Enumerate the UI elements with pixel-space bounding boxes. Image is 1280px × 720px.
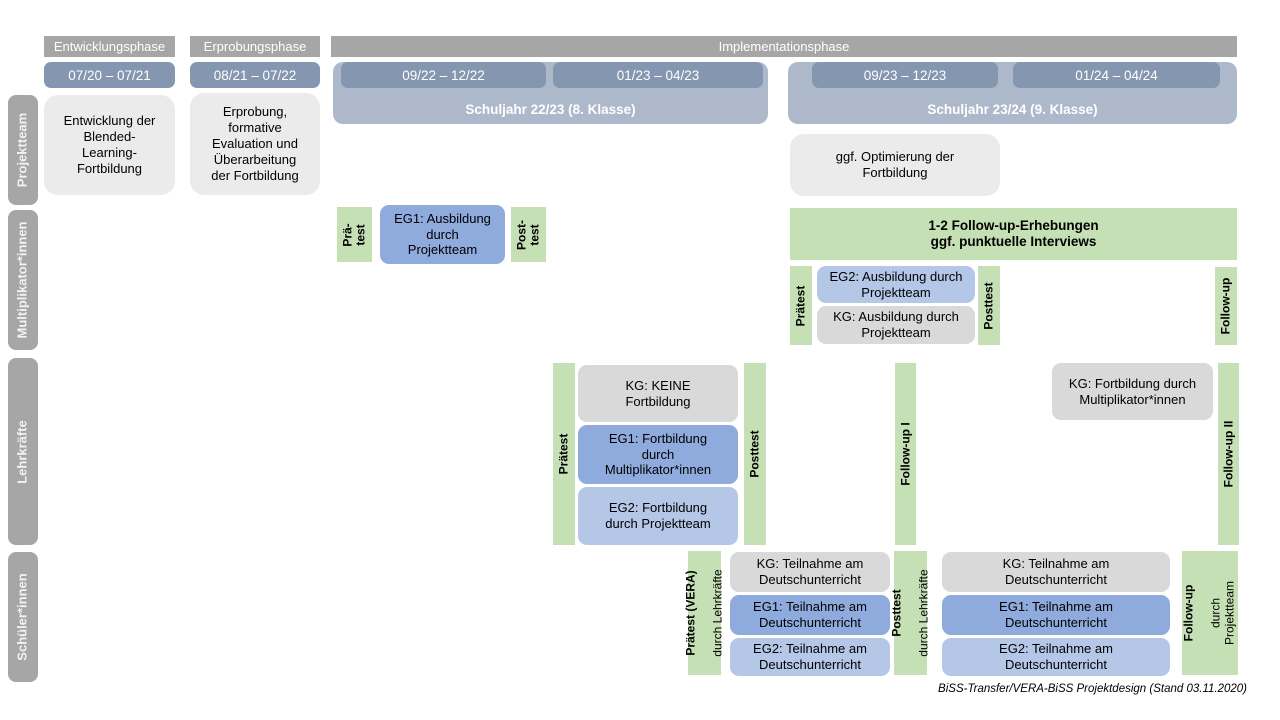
- schueler-followup-title: Follow-up: [1182, 584, 1197, 642]
- schueler-posttest-subtitle: durch Lehrkräfte: [916, 569, 931, 657]
- schueler-posttest-bar: Posttest durch Lehrkräfte: [889, 551, 931, 675]
- multiplikatoren-posttest-bar-2-text: Posttest: [981, 281, 996, 330]
- row-label-projektteam: Projektteam: [8, 95, 38, 205]
- multiplikatoren-kg-box: KG: Ausbildung durch Projektteam: [817, 306, 975, 344]
- multiplikatoren-eg1-box: EG1: Ausbildung durch Projektteam: [380, 205, 505, 264]
- schueler-praetest-vera-title: Prätest (VERA): [683, 570, 698, 656]
- date-bar-0821-0722: 08/21 – 07/22: [190, 62, 320, 88]
- schueler-block2-kg-box: KG: Teilnahme am Deutschunterricht: [942, 552, 1170, 592]
- multiplikatoren-praetest-bar-2: Prätest: [790, 266, 812, 345]
- multiplikatoren-followup-bar: Follow-up: [1215, 267, 1237, 345]
- row-label-projektteam-text: Projektteam: [14, 112, 30, 188]
- phase-header-implementationsphase: Implementationsphase: [331, 36, 1237, 57]
- multiplikatoren-followup-erhebungen-box: 1-2 Follow-up-Erhebungen ggf. punktuelle…: [790, 208, 1237, 260]
- lehrkraefte-followup-1-bar: Follow-up I: [895, 363, 916, 545]
- schueler-followup-bar: Follow-up durch Projektteam: [1182, 551, 1238, 675]
- lehrkraefte-posttest-bar: Posttest: [744, 363, 766, 545]
- date-bar-0922-1222: 09/22 – 12/22: [341, 62, 546, 88]
- row-label-schuelerinnen-text: Schüler*innen: [14, 573, 30, 661]
- lehrkraefte-eg1-box: EG1: Fortbildung durch Multiplikator*inn…: [578, 425, 738, 484]
- schueler-block2-eg1-box: EG1: Teilnahme am Deutschunterricht: [942, 595, 1170, 635]
- schueler-praetest-vera-bar: Prätest (VERA) durch Lehrkräfte: [683, 551, 725, 675]
- row-label-lehrkraefte-text: Lehrkräfte: [14, 419, 30, 484]
- diagram-caption: BiSS-Transfer/VERA-BiSS Projektdesign (S…: [938, 683, 1247, 695]
- date-bar-0123-0423: 01/23 – 04/23: [553, 62, 763, 88]
- phase-header-entwicklungsphase: Entwicklungsphase: [44, 36, 175, 57]
- projektteam-development-box: Entwicklung der Blended- Learning- Fortb…: [44, 95, 175, 195]
- date-bar-0923-1223: 09/23 – 12/23: [812, 62, 998, 88]
- lehrkraefte-followup-1-bar-text: Follow-up I: [897, 422, 912, 486]
- lehrkraefte-posttest-bar-text: Posttest: [747, 430, 762, 478]
- multiplikatoren-eg2-box: EG2: Ausbildung durch Projektteam: [817, 266, 975, 303]
- phase-header-erprobungsphase: Erprobungsphase: [190, 36, 320, 57]
- schueler-praetest-vera-subtitle: durch Lehrkräfte: [710, 569, 725, 657]
- date-bar-0720-0721: 07/20 – 07/21: [44, 62, 175, 88]
- lehrkraefte-praetest-bar-text: Prätest: [556, 433, 571, 475]
- projektteam-testing-box: Erprobung, formative Evaluation und Über…: [190, 93, 320, 195]
- schoolyear-label-22-23: Schuljahr 22/23 (8. Klasse): [465, 102, 636, 117]
- row-label-schuelerinnen: Schüler*innen: [8, 552, 38, 682]
- multiplikatoren-followup-bar-text: Follow-up: [1218, 277, 1233, 335]
- lehrkraefte-praetest-bar: Prätest: [553, 363, 575, 545]
- schueler-block1-eg1-box: EG1: Teilnahme am Deutschunterricht: [730, 595, 890, 635]
- lehrkraefte-kg-box-2: KG: Fortbildung durch Multiplikator*inne…: [1052, 363, 1213, 420]
- lehrkraefte-followup-2-bar: Follow-up II: [1218, 363, 1239, 545]
- multiplikatoren-praetest-bar-1: Prä- test: [337, 207, 372, 262]
- row-label-lehrkraefte: Lehrkräfte: [8, 358, 38, 545]
- date-bar-0124-0424: 01/24 – 04/24: [1013, 62, 1220, 88]
- row-label-multiplikatorinnen: Multiplikator*innen: [8, 210, 38, 350]
- projektteam-optimization-box: ggf. Optimierung der Fortbildung: [790, 134, 1000, 196]
- row-label-multiplikatorinnen-text: Multiplikator*innen: [14, 221, 30, 339]
- schueler-posttest-title: Posttest: [889, 589, 904, 637]
- schueler-block1-eg2-box: EG2: Teilnahme am Deutschunterricht: [730, 638, 890, 676]
- lehrkraefte-followup-2-bar-text: Follow-up II: [1220, 420, 1235, 488]
- schueler-followup-subtitle: durch Projektteam: [1209, 580, 1237, 646]
- schoolyear-label-23-24: Schuljahr 23/24 (9. Klasse): [927, 102, 1098, 117]
- multiplikatoren-praetest-bar-2-text: Prätest: [793, 285, 808, 326]
- multiplikatoren-posttest-bar-1-text: Post- test: [514, 219, 542, 250]
- multiplikatoren-posttest-bar-2: Posttest: [978, 266, 1000, 345]
- schueler-block2-eg2-box: EG2: Teilnahme am Deutschunterricht: [942, 638, 1170, 676]
- lehrkraefte-eg2-box: EG2: Fortbildung durch Projektteam: [578, 487, 738, 545]
- multiplikatoren-praetest-bar-1-text: Prä- test: [340, 222, 368, 247]
- lehrkraefte-kg-box-1: KG: KEINE Fortbildung: [578, 365, 738, 422]
- multiplikatoren-posttest-bar-1: Post- test: [511, 207, 546, 262]
- schueler-block1-kg-box: KG: Teilnahme am Deutschunterricht: [730, 552, 890, 592]
